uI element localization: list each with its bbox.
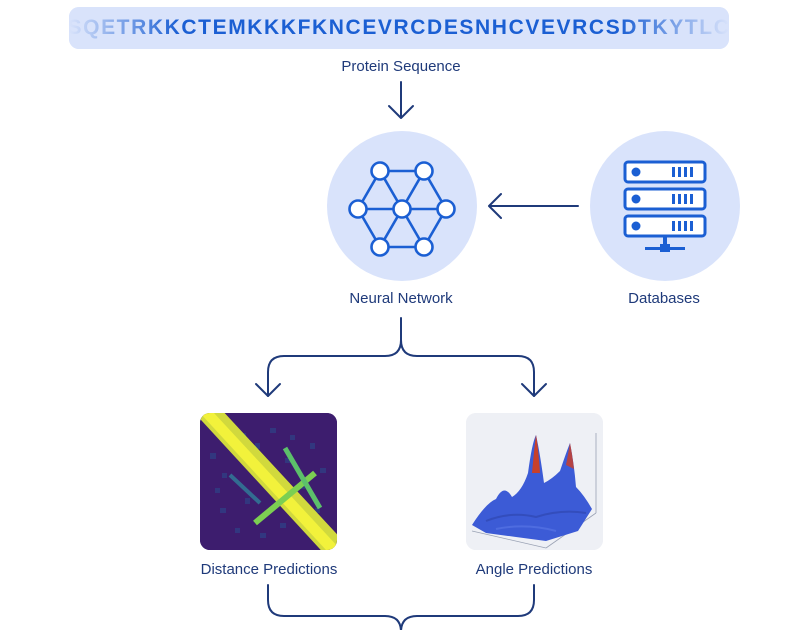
distance-map-image (200, 413, 337, 550)
protein-sequence-label: Protein Sequence (341, 58, 461, 75)
merge-bracket (267, 584, 535, 630)
neural-network-label: Neural Network (349, 290, 453, 307)
split-bracket (267, 317, 535, 397)
distance-predictions-label: Distance Predictions (200, 561, 338, 578)
database-server-icon (623, 160, 707, 252)
databases-label: Databases (628, 290, 700, 307)
protein-sequence-text: SQETRKKCTEMKKKFKNCEVRCDESNHCVEVRCSDTKYTL… (69, 16, 729, 39)
arrow-to-angle (521, 383, 547, 397)
angle-predictions-label: Angle Predictions (475, 561, 593, 578)
arrow-sequence-to-network (388, 81, 414, 119)
arrow-databases-to-network (488, 193, 579, 219)
neural-network-node (327, 131, 477, 281)
databases-node (590, 131, 740, 281)
angle-surface-image (466, 413, 603, 550)
arrow-to-distance (255, 383, 281, 397)
neural-network-icon (348, 161, 456, 257)
